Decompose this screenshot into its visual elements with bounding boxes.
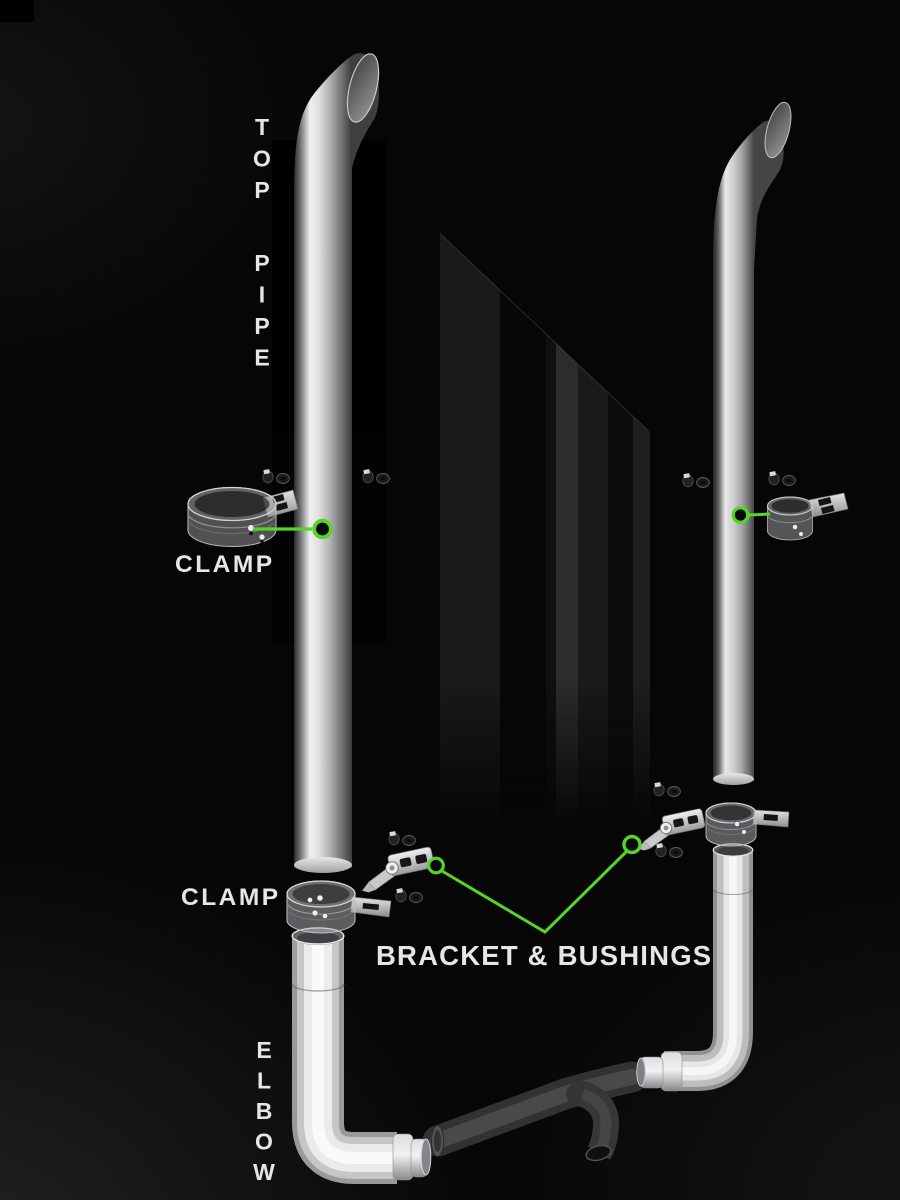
callout-ring-bracket-right (622, 834, 642, 855)
clamp-upper-left (187, 486, 299, 547)
pipe-end-rim (713, 773, 754, 785)
bracket-left (355, 846, 438, 895)
top-pipe-label: TOP PIPE (249, 114, 275, 376)
clamp-upper-right (766, 492, 849, 541)
clamp-lower-left (286, 880, 392, 934)
callout-line-bracket (441, 849, 629, 934)
elbow-opening (636, 1057, 646, 1087)
cab-shield-panel (440, 233, 650, 818)
elbow-left (291, 927, 432, 1184)
clamp-upper-label: CLAMP (175, 551, 275, 578)
callout-ring-bracket-left (427, 856, 445, 875)
clamp-lower-right (705, 802, 790, 847)
elbow-seam (712, 888, 754, 896)
elbow-seam (291, 983, 345, 992)
elbow-opening (420, 1138, 432, 1176)
y-pipe-mouth (585, 1144, 612, 1162)
elbow-label: ELBOW (251, 1037, 277, 1190)
clamp-lower-label: CLAMP (181, 884, 281, 911)
bracket-bushings-label: BRACKET & BUSHINGS (376, 940, 713, 971)
callouts (253, 506, 771, 934)
y-pipe (422, 1061, 648, 1162)
pipe-opening (346, 53, 380, 123)
elbow-right (636, 843, 754, 1092)
top-pipe-left (294, 53, 380, 873)
corner-notch (0, 0, 34, 22)
pipe-end-rim (294, 857, 352, 873)
callout-line-clamp-right (748, 512, 771, 517)
callout-dot-clamp-right (731, 506, 750, 525)
callout-dot-clamp-left (312, 518, 333, 540)
top-pipe-right (713, 101, 792, 785)
pipe-opening (764, 101, 792, 159)
